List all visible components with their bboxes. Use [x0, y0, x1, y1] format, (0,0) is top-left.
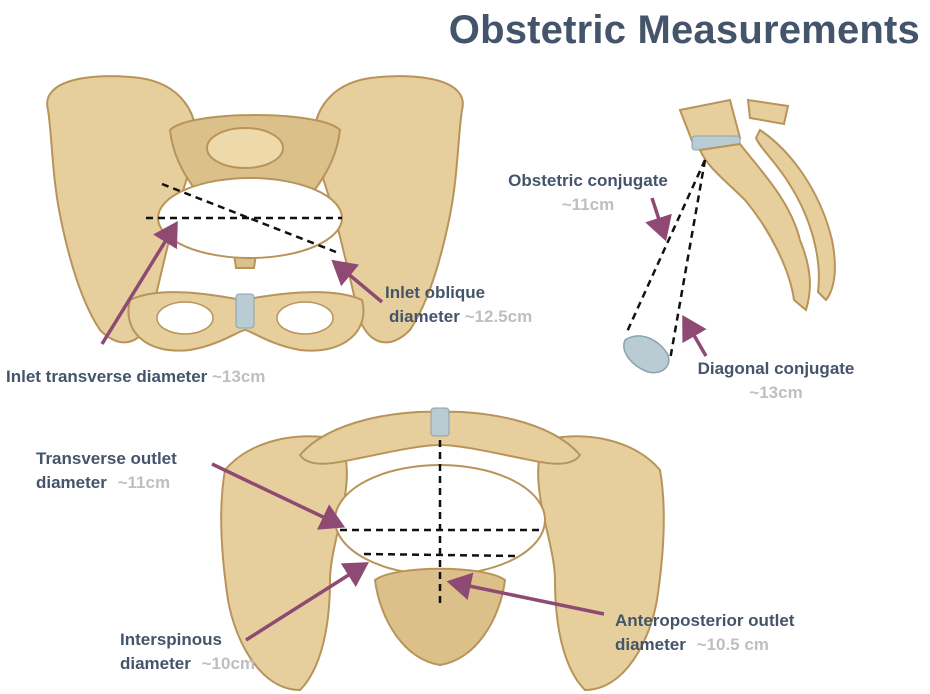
pelvis-outlet-illustration [220, 407, 665, 692]
arrow-interspinous [245, 562, 369, 642]
label-anteroposterior-outlet: Anteroposterior outlet diameter ~10.5 cm [615, 611, 795, 654]
label-inlet-oblique: Inlet oblique diameter ~12.5cm [385, 283, 533, 326]
arrow-obstetric-conjugate [645, 197, 672, 242]
label-inlet-transverse: Inlet transverse diameter ~13cm [6, 367, 266, 386]
arrow-diagonal-conjugate [682, 314, 708, 357]
obstetric-conjugate-line [624, 159, 707, 335]
label-obstetric-conjugate: Obstetric conjugate ~11cm [508, 171, 668, 214]
page-title: Obstetric Measurements [448, 8, 920, 52]
pelvis-sagittal-illustration [623, 98, 836, 374]
arrow-transverse-outlet [211, 462, 346, 530]
arrow-anteroposterior-outlet [446, 572, 605, 616]
leader-arrows [100, 197, 708, 642]
label-diagonal-conjugate: Diagonal conjugate ~13cm [697, 359, 855, 402]
diagonal-conjugate-line [668, 159, 707, 361]
label-transverse-outlet: Transverse outlet diameter ~11cm [36, 449, 177, 492]
pelvis-inlet-illustration [46, 75, 464, 352]
arrow-inlet-transverse [100, 221, 178, 345]
interspinous-line [363, 552, 519, 558]
arrow-inlet-oblique [331, 259, 384, 304]
label-interspinous: Interspinous diameter ~10cm [120, 630, 256, 673]
